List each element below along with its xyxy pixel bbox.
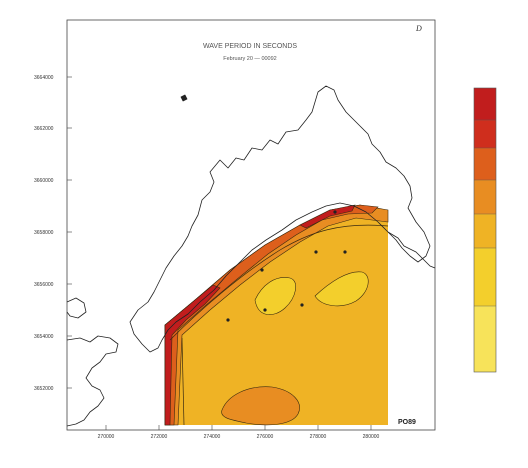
x-tick-label: 280000 xyxy=(363,434,380,440)
map-subtitle: February 20 — 00092 xyxy=(223,56,277,62)
colorbar-swatch-1 xyxy=(474,306,496,372)
station-marker xyxy=(263,308,267,312)
island-small-north xyxy=(180,94,188,102)
map-title: WAVE PERIOD IN SECONDS xyxy=(203,43,297,50)
y-tick-label: 3664000 xyxy=(34,75,54,81)
colorbar-swatch-6 xyxy=(474,120,496,148)
station-marker xyxy=(300,303,304,307)
x-tick-label: 270000 xyxy=(98,434,115,440)
coastline-southwest xyxy=(66,335,119,427)
colorbar-swatch-3 xyxy=(474,214,496,248)
y-tick-label: 3652000 xyxy=(34,386,54,392)
contour-band-red-orange-coastal xyxy=(164,204,379,426)
contour-band-dark-south xyxy=(221,386,300,426)
x-tick-labels: 270000 272000 274000 276000 278000 28000… xyxy=(98,434,380,440)
coastline-east xyxy=(387,231,436,269)
x-tick-label: 272000 xyxy=(151,434,168,440)
coastline-west-island xyxy=(66,297,87,319)
station-marker xyxy=(333,210,337,214)
y-tick-label: 3658000 xyxy=(34,230,54,236)
y-tick-label: 3660000 xyxy=(34,178,54,184)
contour-band-base xyxy=(165,205,388,425)
y-tick-marks xyxy=(67,76,72,389)
x-tick-marks xyxy=(105,425,372,430)
y-tick-label: 3656000 xyxy=(34,282,54,288)
contour-line-b xyxy=(181,337,185,426)
coastline xyxy=(66,85,436,427)
x-tick-label: 274000 xyxy=(204,434,221,440)
colorbar-dividers xyxy=(474,119,496,307)
y-tick-labels: 3664000 3662000 3660000 3658000 3656000 … xyxy=(34,75,54,392)
colorbar-swatch-5 xyxy=(474,148,496,180)
colorbar-swatch-2 xyxy=(474,248,496,306)
y-tick-label: 3662000 xyxy=(34,126,54,132)
station-marker xyxy=(343,250,347,254)
wave-period-field xyxy=(164,204,389,426)
colorbar-swatch-7 xyxy=(474,88,496,120)
contour-band-light-interior xyxy=(254,277,297,315)
y-tick-label: 3654000 xyxy=(34,334,54,340)
contour-band-red-north xyxy=(299,204,356,229)
x-tick-label: 276000 xyxy=(257,434,274,440)
contour-line-a xyxy=(169,224,389,341)
contour-band-light-east xyxy=(314,271,369,307)
station-marker xyxy=(226,318,230,322)
x-tick-label: 278000 xyxy=(310,434,327,440)
coastline-main xyxy=(129,85,431,353)
figure-tag: PO89 xyxy=(398,419,416,426)
station-marker xyxy=(260,268,264,272)
panel-letter: D xyxy=(415,24,422,33)
colorbar-border xyxy=(473,87,497,373)
station-marker xyxy=(314,250,318,254)
colorbar xyxy=(473,87,497,373)
colorbar-swatch-4 xyxy=(474,180,496,214)
